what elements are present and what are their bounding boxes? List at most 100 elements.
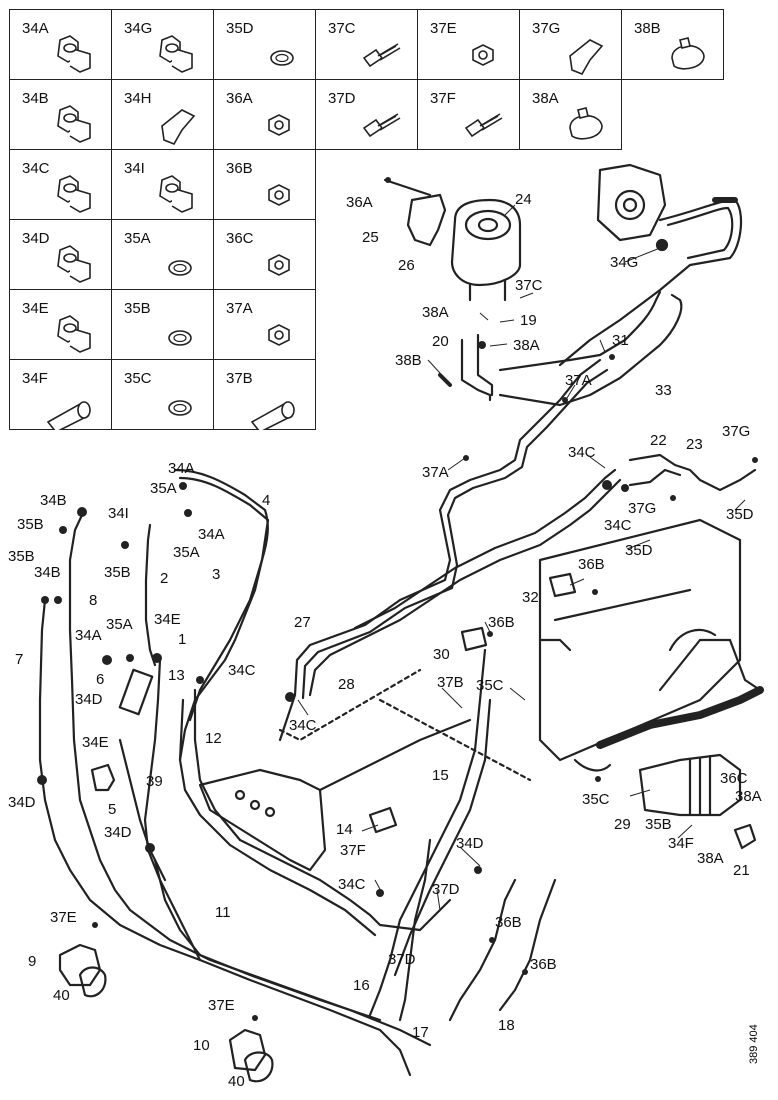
legend-label: 38B: [634, 20, 661, 37]
legend-label: 35D: [226, 20, 254, 37]
mount-10: [228, 1028, 267, 1072]
callout-9: 9: [28, 953, 37, 970]
legend-label: 34F: [22, 370, 48, 387]
callout-34a_t: 34A: [168, 460, 195, 477]
callout-23: 23: [686, 436, 703, 453]
chassis-crossmember: [198, 768, 327, 872]
callout-34g_r: 34G: [610, 254, 639, 271]
legend-cell-35d: 35D: [213, 9, 316, 80]
callout-38a_r3: 38A: [735, 788, 762, 805]
part-icon: [362, 43, 401, 68]
legend-label: 36B: [226, 160, 253, 177]
legend-cell-35b: 35B: [111, 289, 214, 360]
part-icon: [671, 37, 705, 70]
callout-34a_m: 34A: [75, 627, 102, 644]
legend-cell-37c: 37C: [315, 9, 418, 80]
part-32: [548, 572, 577, 598]
callout-3: 3: [212, 566, 221, 583]
callout-25: 25: [362, 229, 379, 246]
legend-label: 37G: [532, 20, 561, 37]
callout-35c_r: 35C: [582, 791, 610, 808]
legend-label: 36A: [226, 90, 253, 107]
part-icon: [46, 401, 91, 430]
legend-label: 34C: [22, 160, 50, 177]
part-icon: [268, 254, 290, 276]
callout-21: 21: [733, 862, 750, 879]
callout-18: 18: [498, 1017, 515, 1034]
part-icon: [472, 44, 494, 66]
part-icon: [57, 315, 91, 353]
callout-31: 31: [612, 332, 629, 349]
legend-cell-37g: 37G: [519, 9, 622, 80]
legend-cell-35a: 35A: [111, 219, 214, 290]
part-icon: [159, 35, 193, 73]
callout-34e_m: 34E: [154, 611, 181, 628]
callout-35a_m: 35A: [106, 616, 133, 633]
legend-label: 37B: [226, 370, 253, 387]
callout-34c_a: 34C: [568, 444, 596, 461]
callout-14: 14: [336, 821, 353, 838]
callout-1: 1: [178, 631, 187, 648]
callout-34c_e: 34C: [228, 662, 256, 679]
legend-label: 35C: [124, 370, 152, 387]
mount-9: [58, 943, 102, 987]
callout-13: 13: [168, 667, 185, 684]
callout-17: 17: [412, 1024, 429, 1041]
part-icon: [268, 114, 290, 136]
callout-24: 24: [515, 191, 532, 208]
callout-37c_r: 37C: [515, 277, 543, 294]
callout-38a_r4: 38A: [697, 850, 724, 867]
legend-label: 34A: [22, 20, 49, 37]
callout-6: 6: [96, 671, 105, 688]
callout-35b_l2: 35B: [104, 564, 131, 581]
callout-15: 15: [432, 767, 449, 784]
part-icon: [569, 39, 604, 76]
callout-33: 33: [655, 382, 672, 399]
callout-16: 16: [353, 977, 370, 994]
callout-35a_t: 35A: [150, 480, 177, 497]
legend-label: 37C: [328, 20, 356, 37]
legend-cell-37d: 37D: [315, 79, 418, 150]
legend-label: 34G: [124, 20, 153, 37]
legend-cell-34e: 34E: [9, 289, 112, 360]
callout-37d_a: 37D: [432, 881, 460, 898]
legend-label: 38A: [532, 90, 559, 107]
callout-36b_b: 36B: [488, 614, 515, 631]
legend-cell-37b: 37B: [213, 359, 316, 430]
part-6: [118, 668, 154, 716]
callout-34a_t2: 34A: [198, 526, 225, 543]
callout-34b_l: 34B: [34, 564, 61, 581]
callout-37a_r1: 37A: [565, 372, 592, 389]
callout-26: 26: [398, 257, 415, 274]
legend-label: 34H: [124, 90, 152, 107]
callout-34d_l2: 34D: [8, 794, 36, 811]
legend-cell-36b: 36B: [213, 149, 316, 220]
callout-28: 28: [338, 676, 355, 693]
legend-label: 34D: [22, 230, 50, 247]
callout-30: 30: [433, 646, 450, 663]
legend-label: 35A: [124, 230, 151, 247]
callout-34i: 34I: [108, 505, 129, 522]
legend-label: 36C: [226, 230, 254, 247]
gasket-40a: [78, 966, 107, 998]
part-icon: [57, 35, 91, 73]
callout-37g_r: 37G: [722, 423, 751, 440]
part-icon: [57, 175, 91, 213]
legend-cell-34a: 34A: [9, 9, 112, 80]
callout-34f_r: 34F: [668, 835, 694, 852]
callout-2: 2: [160, 570, 169, 587]
callout-37e_a: 37E: [50, 909, 77, 926]
legend-cell-37e: 37E: [417, 9, 520, 80]
part-icon: [268, 324, 290, 346]
part-21: [733, 823, 757, 850]
part-30: [460, 626, 488, 652]
legend-cell-37a: 37A: [213, 289, 316, 360]
crossmember: [538, 518, 742, 762]
part-icon: [569, 107, 603, 140]
callout-34b_t: 34B: [40, 492, 67, 509]
callout-35b_l3: 35B: [8, 548, 35, 565]
part-icon: [168, 330, 192, 346]
callout-38b_r: 38B: [395, 352, 422, 369]
